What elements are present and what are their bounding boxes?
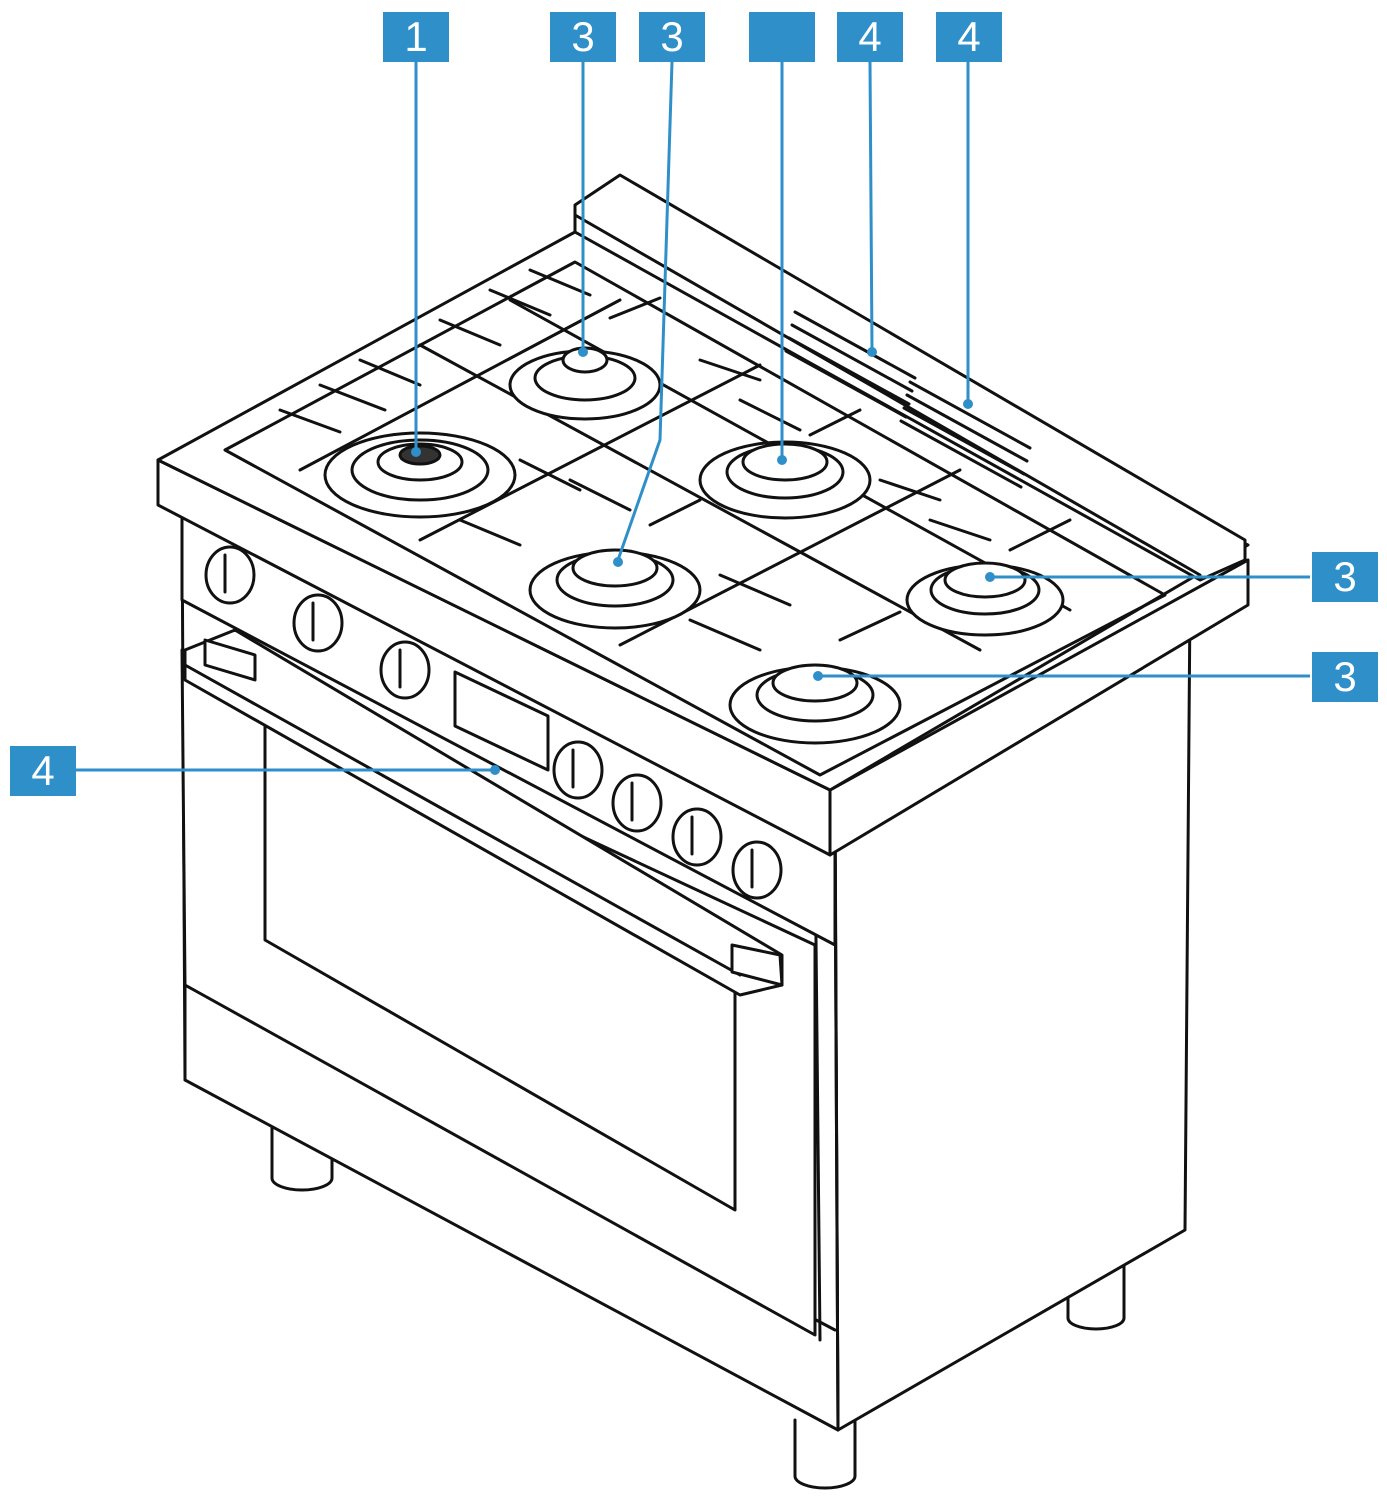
burner-back-left	[508, 346, 662, 421]
grate-outline	[223, 260, 1167, 777]
callout-label: 4	[10, 746, 76, 796]
oven-handle-edge	[183, 663, 742, 977]
callout-label: 4	[837, 12, 903, 62]
burner-center-back	[698, 440, 872, 520]
backguard-top	[573, 173, 1247, 582]
vent-slots-back	[784, 310, 1032, 489]
callout-label: 1	[383, 12, 449, 62]
leader-lines	[76, 61, 1310, 772]
leader-dots	[411, 347, 995, 775]
knob-2	[292, 593, 344, 653]
knob-3	[379, 640, 431, 700]
callout-label: 3	[1312, 552, 1378, 602]
knob-4	[552, 740, 604, 800]
callout-label: 3	[550, 12, 616, 62]
cooktop-side-edge	[828, 558, 1250, 857]
knob-5	[611, 773, 663, 833]
foot-front	[793, 1418, 857, 1490]
callout-label	[749, 12, 815, 62]
handle-bracket-left	[203, 638, 257, 682]
burner-right-back	[905, 561, 1065, 637]
leader-3b	[616, 61, 674, 561]
burner-large-left	[323, 431, 517, 519]
knob-1	[204, 545, 256, 605]
callout-label: 3	[1312, 652, 1378, 702]
leader-4a	[868, 61, 874, 351]
cooktop-surface	[156, 230, 1250, 792]
burner-center-front	[528, 548, 702, 630]
handle-bracket-right	[730, 943, 784, 987]
burner-right-front	[728, 663, 902, 745]
callout-label: 3	[639, 12, 705, 62]
knob-6	[671, 807, 723, 867]
cooker-feet	[270, 1126, 1126, 1490]
timer-display	[453, 670, 550, 772]
knob-7	[731, 840, 783, 900]
control-knobs	[204, 545, 783, 900]
callout-label: 4	[936, 12, 1002, 62]
backguard-front	[573, 213, 1202, 577]
foot-left	[270, 1126, 334, 1192]
grate-fingers	[278, 268, 1072, 652]
